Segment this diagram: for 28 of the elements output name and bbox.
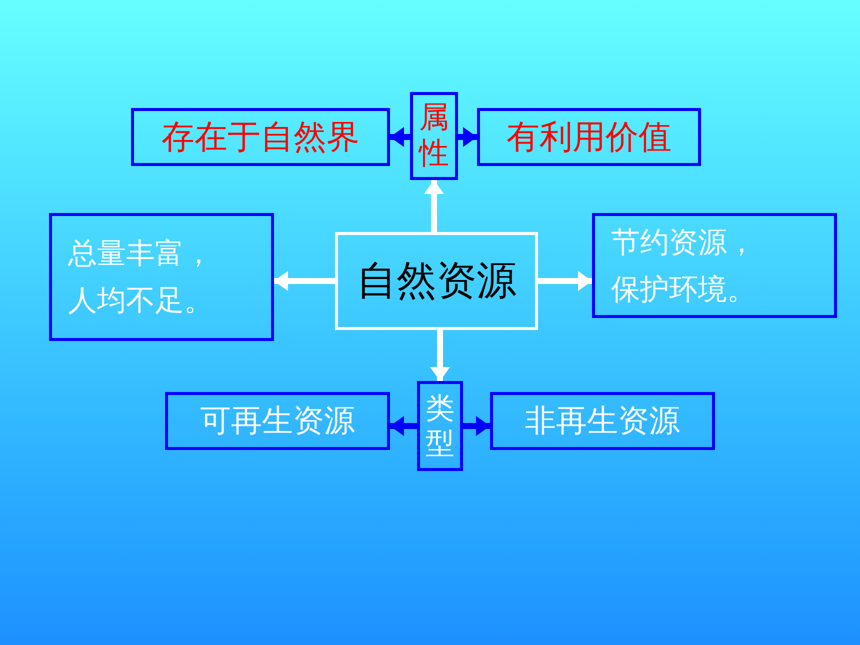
arrow [390,416,417,436]
category-box [410,92,458,180]
arrow [274,271,335,291]
central-box [335,232,538,330]
label-box [131,108,390,166]
arrow [424,180,444,232]
box-text: 类型 [426,391,454,461]
box-text: 总量丰富， [68,236,213,271]
box-text: 非再生资源 [525,402,680,441]
arrow [390,127,410,147]
label-box [490,392,715,450]
category-box [417,381,463,471]
label-box [49,213,274,341]
box-text: 属性 [419,100,449,172]
arrow [458,127,477,147]
box-text: 有利用价值 [506,116,672,158]
label-box [477,108,701,166]
arrow [538,271,592,291]
arrow [463,416,490,436]
box-text: 自然资源 [356,257,516,306]
arrow [430,330,450,381]
label-box [165,392,390,450]
box-text: 存在于自然界 [162,116,360,158]
box-text: 人均不足。 [68,283,213,318]
box-text: 保护环境。 [611,272,756,306]
box-text: 节约资源， [611,224,756,260]
box-text: 可再生资源 [200,402,355,441]
label-box [592,213,837,318]
